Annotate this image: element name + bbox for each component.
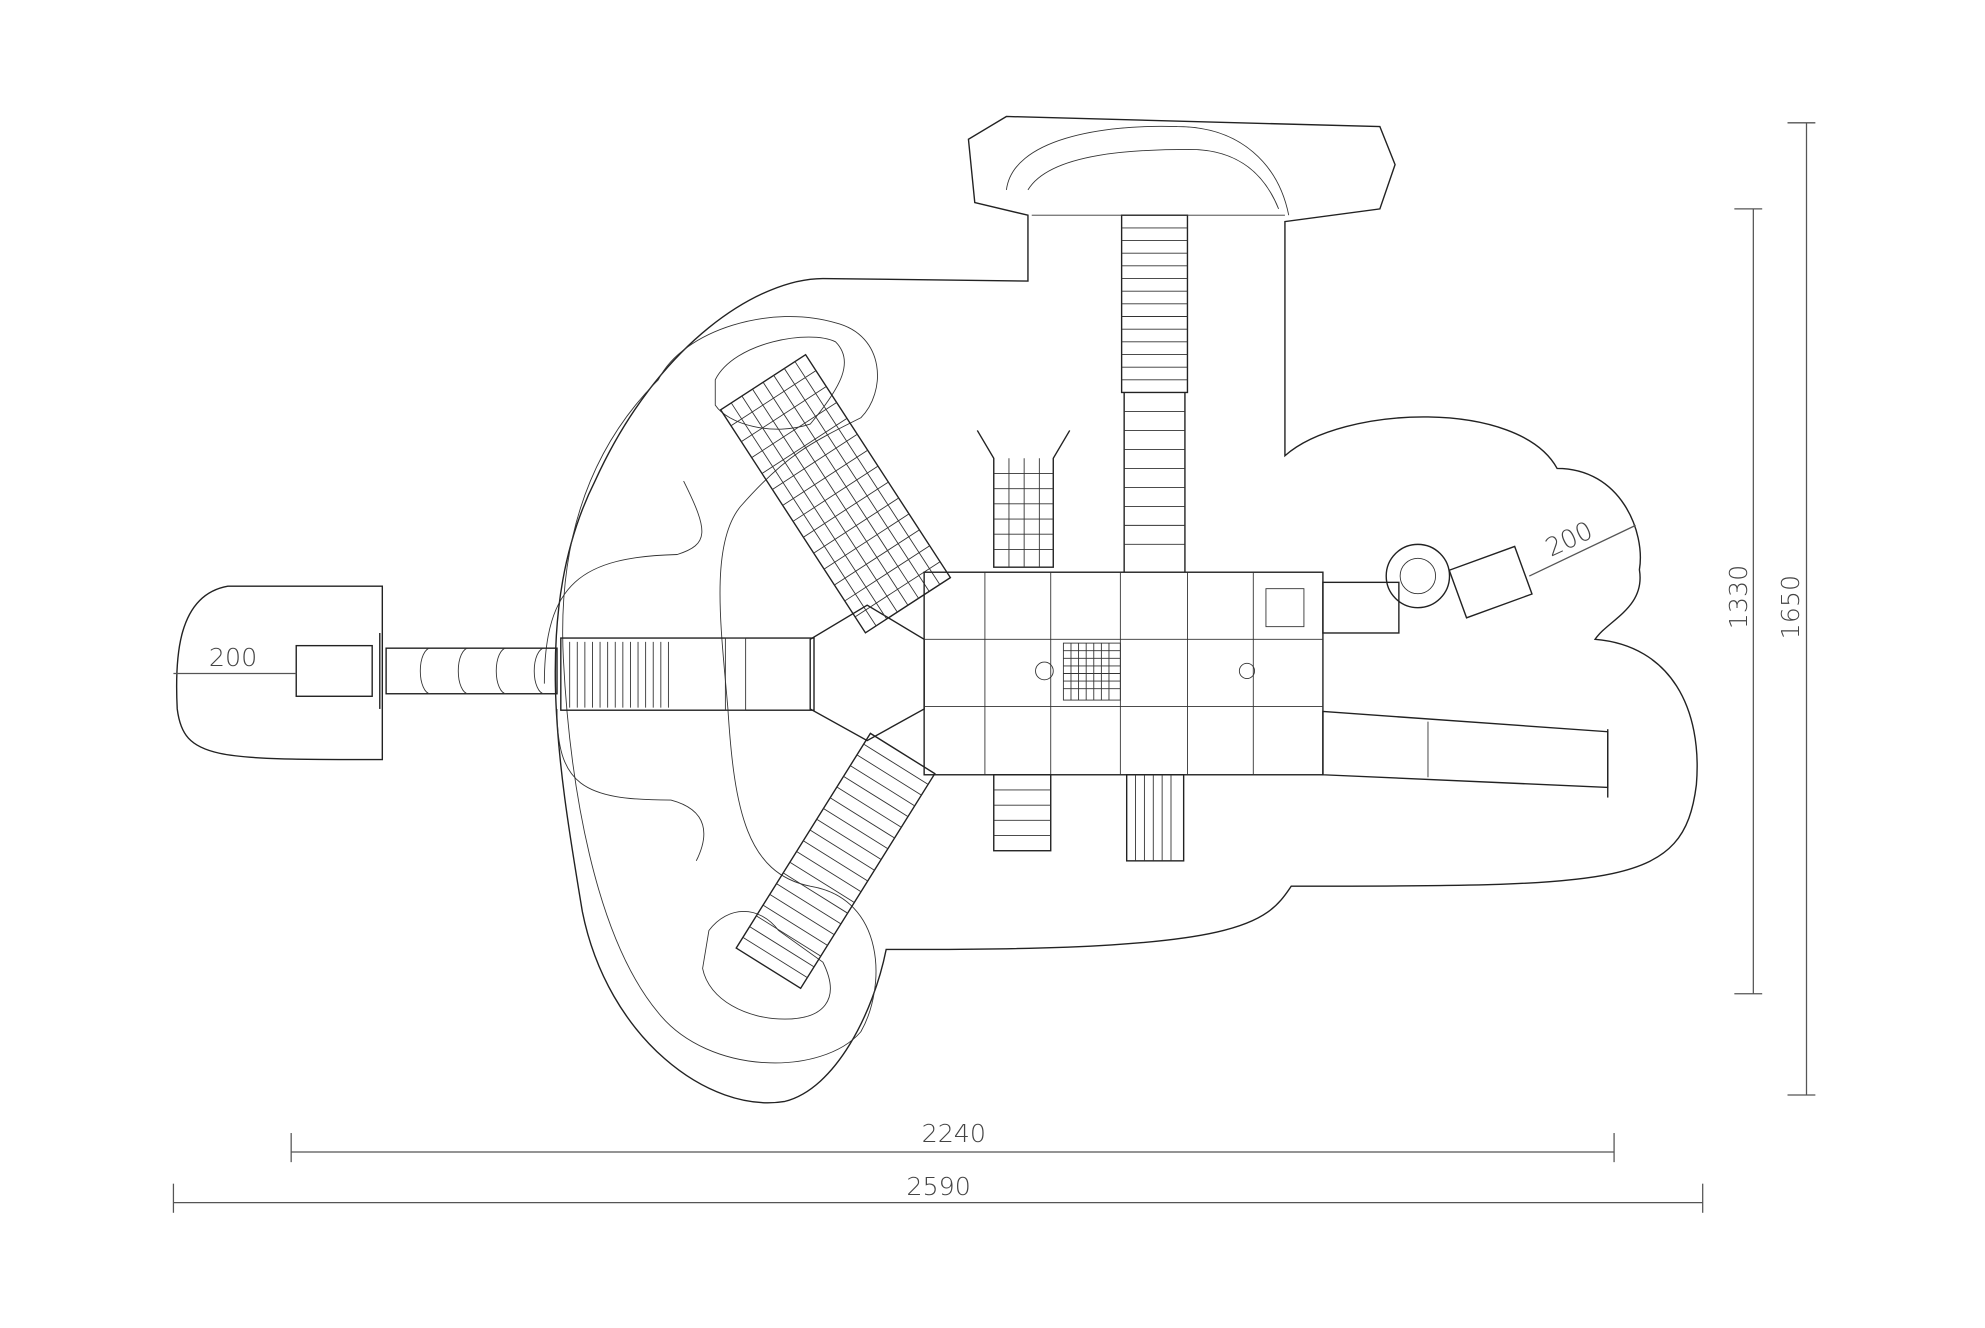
left-zone xyxy=(175,585,384,761)
dim-label-left: 200 xyxy=(209,643,257,672)
dim-label-1330: 1330 xyxy=(1724,565,1753,629)
dim-label-2240: 2240 xyxy=(922,1119,986,1148)
tower-zone-lower xyxy=(556,708,705,862)
dim-inner-width: 2240 xyxy=(290,1119,1615,1163)
lower-ramp xyxy=(735,732,936,990)
left-end-oval-bottom xyxy=(702,911,831,1020)
hex-platform xyxy=(809,604,925,742)
dim-right-clearance: 200 xyxy=(1528,516,1636,577)
top-arch-inner xyxy=(1027,148,1280,210)
top-ladder xyxy=(1031,214,1285,573)
bottom-ladders xyxy=(993,774,1185,862)
bridge xyxy=(560,637,815,711)
dim-outer-height: 1650 xyxy=(1776,122,1816,1096)
tunnel-slide xyxy=(295,632,558,709)
dim-label-2590: 2590 xyxy=(906,1172,970,1201)
top-arch xyxy=(1005,125,1290,216)
dim-label-right: 200 xyxy=(1541,516,1597,563)
spiral-slide xyxy=(1322,543,1533,634)
dim-outer-width: 2590 xyxy=(172,1172,1704,1213)
inner-zone-outline xyxy=(562,316,878,1064)
dim-label-1650: 1650 xyxy=(1776,575,1805,639)
safety-zone-outline xyxy=(554,115,1698,1104)
left-end-oval-top xyxy=(714,336,845,430)
main-deck xyxy=(923,571,1324,776)
dim-left-clearance: 200 xyxy=(173,643,297,675)
straight-slide xyxy=(1322,710,1609,798)
upper-climbing-net xyxy=(719,353,952,634)
dim-inner-height: 1330 xyxy=(1724,208,1763,995)
top-net xyxy=(976,430,1071,568)
tower-zone xyxy=(543,480,703,684)
